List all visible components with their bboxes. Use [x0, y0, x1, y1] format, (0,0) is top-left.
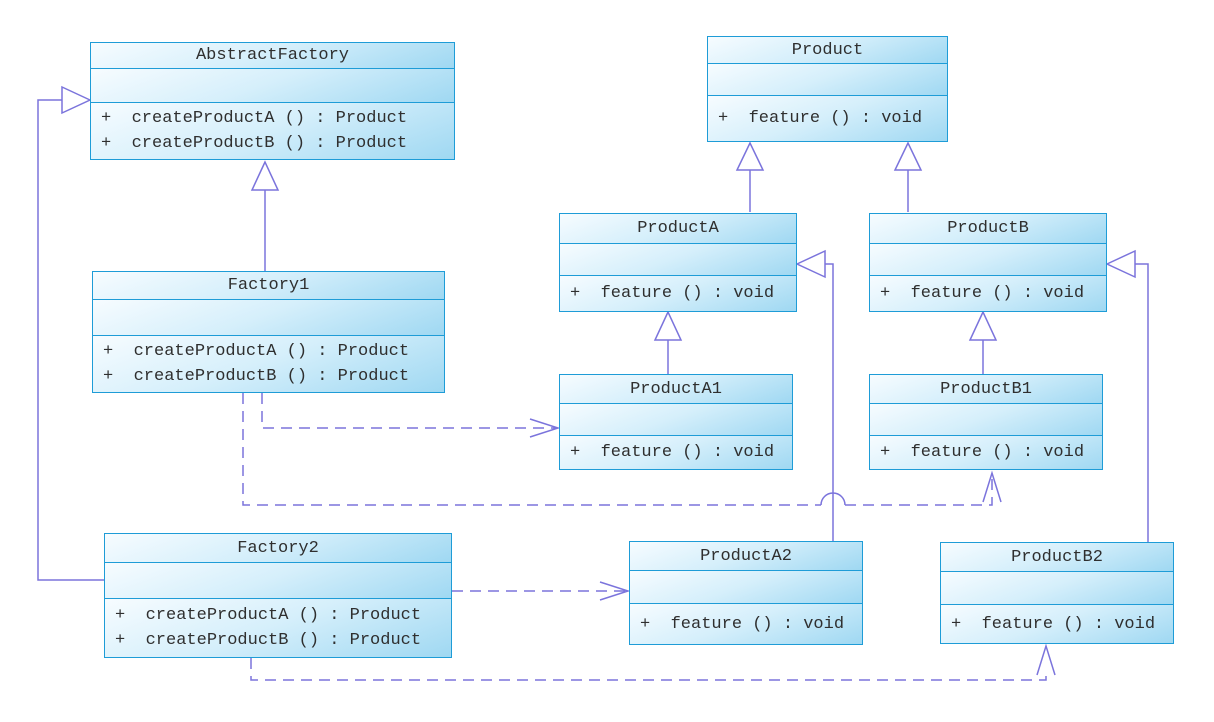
class-box-productb[interactable]: ProductB + feature () : void [869, 213, 1107, 312]
methods-compartment: + feature () : void [560, 436, 792, 469]
method-line: + feature () : void [951, 614, 1156, 634]
class-box-product[interactable]: Product + feature () : void [707, 36, 948, 142]
generalization-productb1-productb[interactable] [968, 310, 998, 374]
methods-compartment: + createProductA () : Product + createPr… [93, 336, 444, 392]
method-line: + createProductA () : Product [103, 342, 410, 361]
class-name: ProductA1 [560, 375, 792, 404]
method-line: + createProductB () : Product [115, 631, 422, 650]
generalization-factory1-abstractfactory[interactable] [250, 160, 280, 271]
class-name: ProductA [560, 214, 796, 244]
methods-compartment: + feature () : void [708, 96, 947, 141]
generalization-productb2-productb[interactable] [1105, 249, 1149, 542]
class-name: ProductB1 [870, 375, 1102, 404]
dependency-factory2-producta2[interactable] [452, 581, 631, 601]
class-name: Product [708, 37, 947, 64]
method-line: + feature () : void [880, 443, 1085, 462]
attributes-compartment [560, 244, 796, 276]
methods-compartment: + createProductA () : Product + createPr… [91, 103, 454, 159]
class-box-factory1[interactable]: Factory1 + createProductA () : Product +… [92, 271, 445, 393]
attributes-compartment [870, 404, 1102, 436]
class-name: AbstractFactory [91, 43, 454, 69]
methods-compartment: + feature () : void [870, 436, 1102, 469]
method-line: + feature () : void [880, 284, 1085, 303]
class-name: ProductB2 [941, 543, 1173, 572]
class-box-productb1[interactable]: ProductB1 + feature () : void [869, 374, 1103, 470]
generalization-producta1-producta[interactable] [653, 310, 683, 374]
class-box-producta[interactable]: ProductA + feature () : void [559, 213, 797, 312]
attributes-compartment [941, 572, 1173, 605]
class-name: ProductA2 [630, 542, 862, 571]
attributes-compartment [630, 571, 862, 604]
method-line: + feature () : void [640, 614, 845, 634]
class-box-productb2[interactable]: ProductB2 + feature () : void [940, 542, 1174, 644]
methods-compartment: + feature () : void [630, 604, 862, 644]
class-name: ProductB [870, 214, 1106, 244]
attributes-compartment [93, 300, 444, 336]
method-line: + createProductA () : Product [101, 109, 408, 128]
methods-compartment: + createProductA () : Product + createPr… [105, 599, 451, 657]
attributes-compartment [560, 404, 792, 436]
generalization-producta-product[interactable] [735, 141, 765, 212]
class-name: Factory2 [105, 534, 451, 563]
dependency-factory1-productb1[interactable] [242, 393, 1002, 506]
method-line: + createProductA () : Product [115, 606, 422, 625]
method-line: + createProductB () : Product [103, 367, 410, 386]
method-line: + feature () : void [570, 443, 775, 462]
class-box-producta2[interactable]: ProductA2 + feature () : void [629, 541, 863, 645]
attributes-compartment [105, 563, 451, 599]
class-box-producta1[interactable]: ProductA1 + feature () : void [559, 374, 793, 470]
attributes-compartment [91, 69, 454, 103]
generalization-productb-product[interactable] [893, 141, 923, 212]
method-line: + createProductB () : Product [101, 134, 408, 153]
generalization-producta2-producta[interactable] [795, 249, 834, 541]
generalization-factory2-abstractfactory[interactable] [37, 85, 104, 581]
method-line: + feature () : void [718, 109, 923, 128]
class-box-abstractfactory[interactable]: AbstractFactory + createProductA () : Pr… [90, 42, 455, 160]
dependency-factory2-productb2[interactable] [250, 643, 1056, 681]
method-line: + feature () : void [570, 284, 775, 303]
dependency-factory1-producta1[interactable] [261, 393, 561, 438]
methods-compartment: + feature () : void [941, 605, 1173, 643]
class-name: Factory1 [93, 272, 444, 300]
attributes-compartment [708, 64, 947, 96]
methods-compartment: + feature () : void [560, 276, 796, 311]
class-box-factory2[interactable]: Factory2 + createProductA () : Product +… [104, 533, 452, 658]
attributes-compartment [870, 244, 1106, 276]
methods-compartment: + feature () : void [870, 276, 1106, 311]
